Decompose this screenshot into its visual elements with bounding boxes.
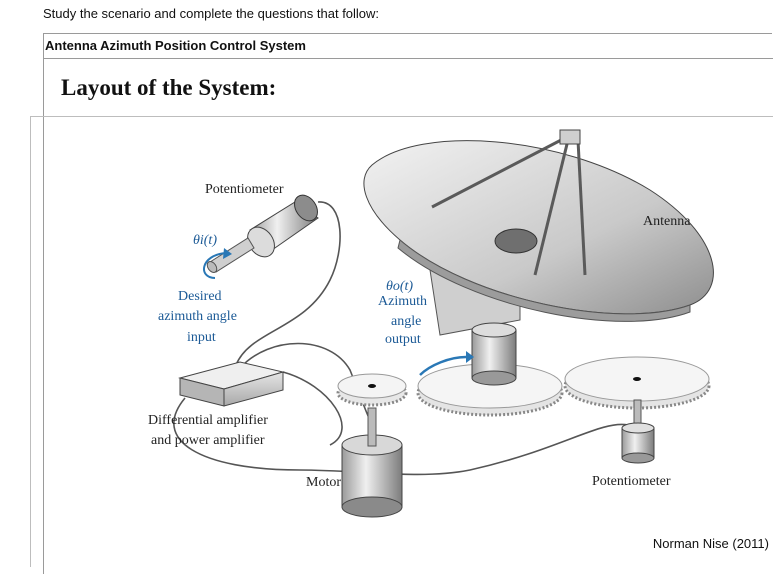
antenna-label: Antenna [643,214,691,229]
motor [341,407,403,518]
output-rotation-arrow [419,355,467,376]
azimuth-label-1: Azimuth [378,294,427,309]
theta-o-label: θo(t) [386,279,413,294]
input-rotation-arrow [203,252,227,279]
figure-frame [30,116,773,567]
amplifier-label-1: Differential amplifier [148,413,268,428]
potentiometer-label-top: Potentiometer [205,182,284,197]
desired-label-3: input [187,330,216,345]
amplifier-box [178,361,285,407]
layout-title: Layout of the System: [61,75,277,100]
output-rotation-arrowhead [466,351,474,363]
scenario-title: Antenna Azimuth Position Control System [45,38,306,53]
input-potentiometer [206,194,319,273]
azimuth-label-3: output [385,332,421,347]
right-gear [563,356,711,410]
scenario-box [43,33,772,574]
antenna-dish [363,129,714,322]
theta-i-label: θi(t) [193,233,217,248]
desired-label-2: azimuth angle [158,309,237,324]
desired-label-1: Desired [178,289,222,304]
amplifier-label-2: and power amplifier [151,433,265,448]
figure-credit: Norman Nise (2011) [652,536,769,551]
intro-text: Study the scenario and complete the ques… [43,6,380,21]
system-layout-diagram: Potentiometer θi(t) Desired azimuth angl… [148,129,714,518]
small-gear [336,373,408,407]
azimuth-label-2: angle [391,314,421,329]
motor-label: Motor [306,475,341,490]
potentiometer-label-bottom: Potentiometer [592,474,671,489]
output-potentiometer [621,399,655,464]
input-rotation-arrowhead [223,248,232,259]
title-divider [43,58,773,59]
